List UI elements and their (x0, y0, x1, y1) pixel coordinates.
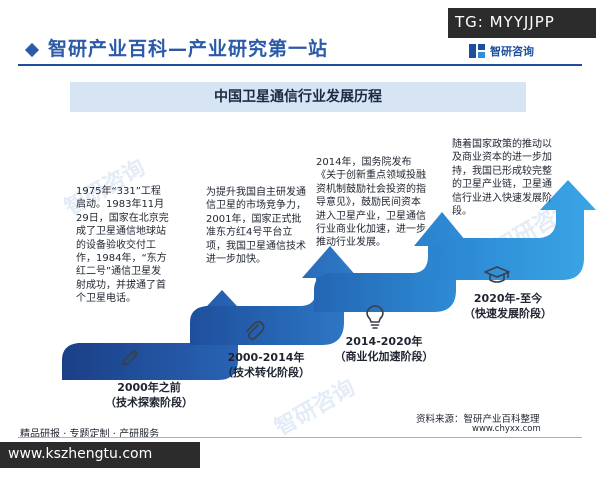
site-overlay: www.kszhengtu.com (8, 446, 153, 462)
stage-3-description: 2014年，国务院发布《关于创新重点领域投融资机制鼓励社会投资的指导意见》，鼓励… (316, 157, 426, 249)
lightbulb-icon (366, 305, 384, 329)
footer-divider (18, 437, 582, 438)
source-note: 资料来源：智研产业百科整理 (416, 414, 540, 425)
footer-tagline: 精品研报 · 专题定制 · 产研服务 (20, 429, 160, 440)
source-url: www.chyxx.com (472, 424, 541, 434)
stage-2-phase: （技术转化阶段） (222, 366, 310, 379)
stage-4-description: 随着国家政策的推动以及商业资本的进一步加持，我国已形成较完整的卫星产业链，卫星通… (452, 139, 552, 218)
stage-arrow-4 (432, 180, 596, 280)
site-overlay-box (0, 442, 200, 468)
paperclip-icon (246, 320, 265, 341)
brand-logo: 智研咨询 (468, 42, 534, 60)
brand-logo-text: 智研咨询 (490, 45, 534, 58)
stage-3-phase: （商业化加速阶段） (334, 350, 434, 363)
graduation-cap-icon (484, 266, 510, 283)
overlay-tag-box (448, 8, 596, 38)
stage-4-period: 2020年-至今 (473, 292, 543, 305)
stage-4-phase: （快速发展阶段） (464, 307, 552, 320)
stage-1-phase: （技术探索阶段） (105, 396, 193, 409)
stage-1-period: 2000年之前 (117, 381, 181, 394)
stage-arrow-2 (190, 246, 358, 345)
brand-logo-icon (469, 44, 485, 58)
stage-2-description: 为提升我国自主研发通信卫星的市场竞争力，2001年，国家正式批准东方红4号平台立… (206, 187, 306, 266)
overlay-tag: TG: MYYJJPP (455, 13, 555, 31)
stage-1-description: 1975年“331”工程启动。1983年11月29日，国家在北京完成了卫星通信地… (76, 186, 169, 305)
header-divider (18, 64, 582, 66)
stage-3-period: 2014-2020年 (345, 335, 423, 348)
diamond-icon (24, 42, 40, 58)
pencil-icon (122, 349, 139, 366)
diagram-title: 中国卫星通信行业发展历程 (214, 89, 382, 105)
stage-arrow-3 (314, 212, 470, 312)
page-title: 智研产业百科—产业研究第一站 (48, 38, 329, 60)
stage-2-period: 2000-2014年 (227, 351, 305, 364)
title-banner (70, 82, 526, 112)
